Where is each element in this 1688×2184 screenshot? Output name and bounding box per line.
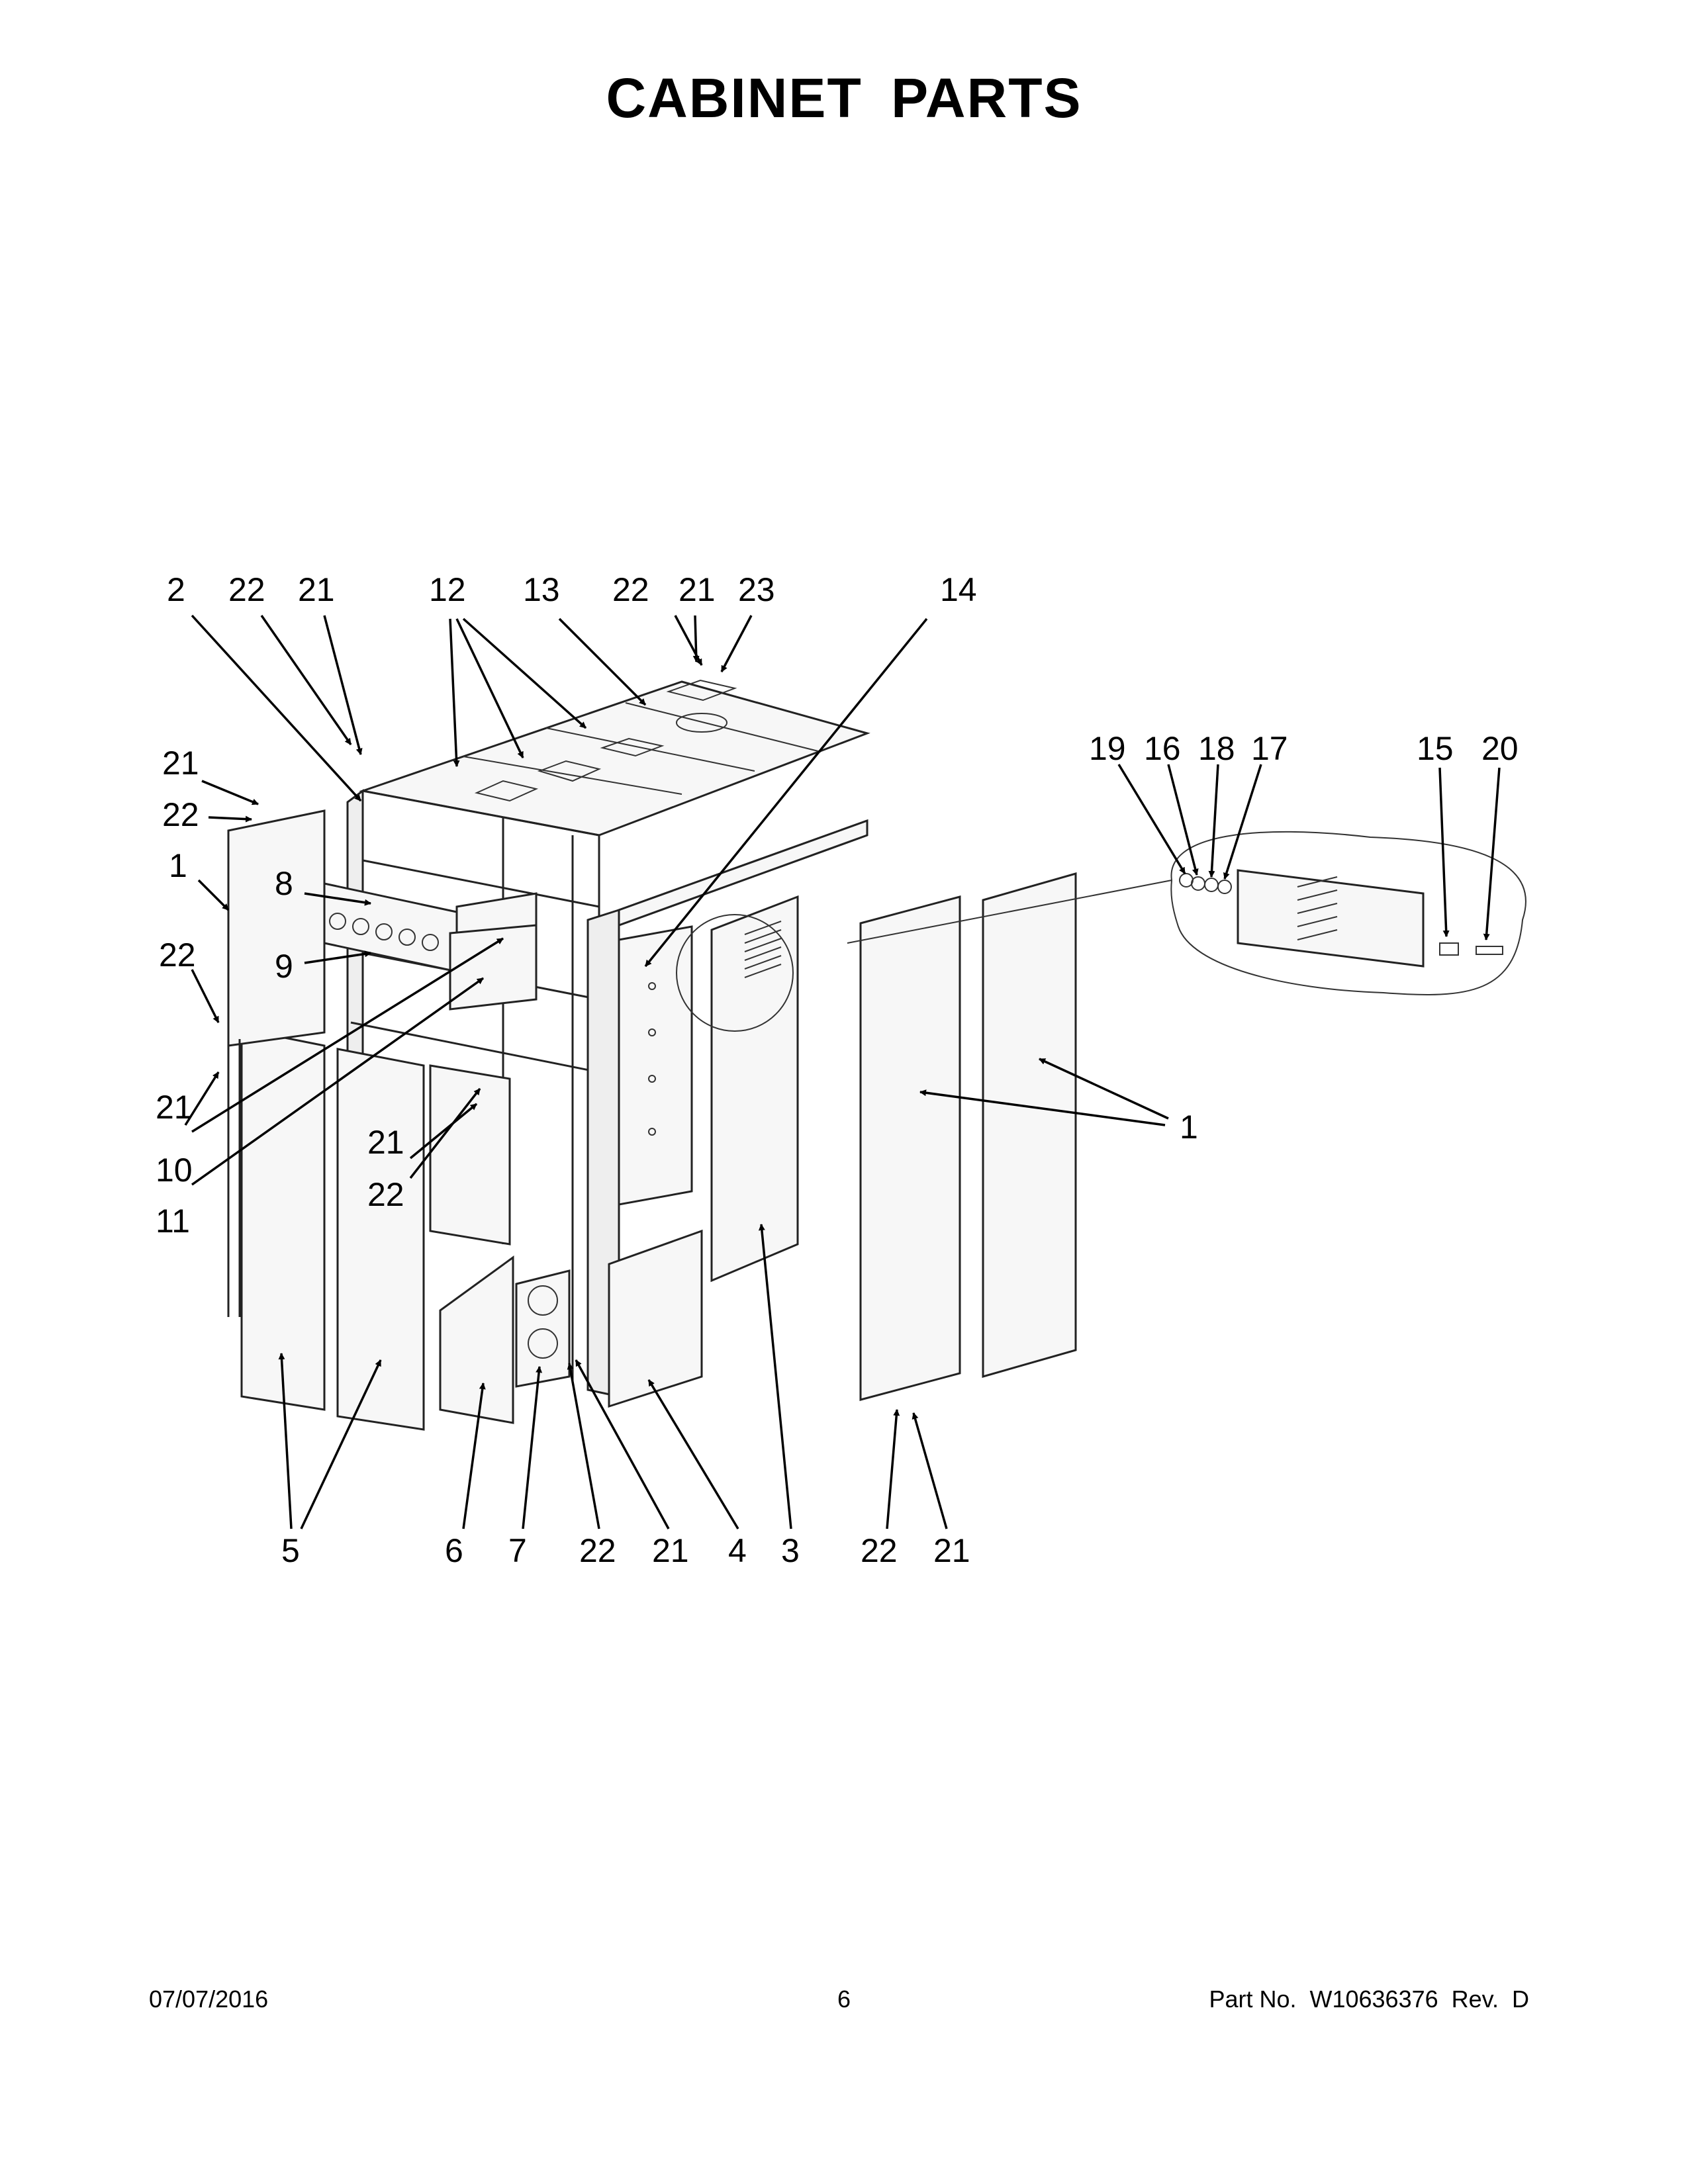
side-panel-1-rear — [982, 872, 1077, 1378]
washer-18-icon — [1204, 878, 1219, 892]
panel-6 — [439, 1255, 514, 1424]
door-panel-3 — [710, 895, 799, 1283]
callout-top-3: 21 — [298, 571, 335, 608]
door-detail-circle — [676, 914, 794, 1032]
callout-left-5: 22 — [159, 936, 196, 974]
callout-left-3: 1 — [169, 847, 187, 884]
top-vent-hole — [676, 713, 727, 733]
inner-side-panel-14 — [618, 925, 693, 1206]
top-panel-assembly — [359, 680, 870, 837]
callout-right-1: 1 — [1180, 1109, 1198, 1146]
footer-part-number: Part No. W10636376 Rev. D — [1209, 1985, 1529, 2013]
callout-labels: 2 22 21 12 13 22 21 23 14 21 22 1 8 22 9… — [156, 571, 1519, 1569]
callout-top-7: 21 — [679, 571, 716, 608]
callout-detail-3: 18 — [1198, 730, 1235, 767]
screw-20-icon — [1476, 946, 1503, 955]
callout-detail-4: 17 — [1251, 730, 1288, 767]
callout-left-8: 10 — [156, 1152, 193, 1189]
callout-top-4: 12 — [429, 571, 466, 608]
washer-16-icon — [1191, 876, 1205, 891]
callout-top-5: 13 — [523, 571, 560, 608]
footer-date: 07/07/2016 — [149, 1985, 269, 2013]
detail-bubble — [1170, 831, 1526, 995]
washer-19-icon — [1179, 873, 1194, 887]
callout-left-6: 9 — [275, 948, 293, 985]
callout-bottom-8: 22 — [861, 1532, 898, 1569]
callout-left-2: 22 — [162, 796, 199, 833]
callout-bottom-6: 4 — [728, 1532, 747, 1569]
top-side-rail — [618, 819, 868, 927]
knob-4 — [399, 929, 416, 946]
panel-4 — [608, 1229, 703, 1408]
callout-left-1: 21 — [162, 745, 199, 782]
side-panel-5-mid — [429, 1064, 511, 1246]
top-opening-2 — [537, 760, 602, 782]
callout-left-11: 22 — [367, 1176, 404, 1213]
side-panel-5-left — [240, 1028, 326, 1411]
leader-lines — [184, 614, 1501, 1529]
callout-left-7: 21 — [156, 1089, 193, 1126]
door-louver-vents — [744, 921, 782, 978]
top-opening-3 — [600, 737, 665, 757]
callout-bottom-9: 21 — [933, 1532, 970, 1569]
callout-bottom-5: 21 — [652, 1532, 689, 1569]
top-opening-1 — [474, 780, 539, 802]
knob-5 — [422, 934, 439, 951]
callout-top-1: 2 — [167, 571, 185, 608]
callout-bottom-7: 3 — [781, 1532, 800, 1569]
knob-1 — [329, 913, 346, 930]
detail-louver-slats — [1297, 876, 1338, 940]
callout-bottom-3: 7 — [508, 1532, 527, 1569]
panel-11 — [449, 924, 538, 1011]
detail-leader-line — [847, 880, 1172, 944]
callout-left-10: 21 — [367, 1124, 404, 1161]
callout-left-9: 11 — [156, 1203, 190, 1240]
callout-bottom-2: 6 — [445, 1532, 463, 1569]
callout-bottom-4: 22 — [579, 1532, 616, 1569]
callout-left-4: 8 — [275, 865, 293, 902]
callout-top-9: 14 — [940, 571, 977, 608]
washer-17-icon — [1217, 880, 1232, 894]
callout-detail-5: 15 — [1417, 730, 1454, 767]
side-panel-5-right — [336, 1048, 425, 1431]
left-side-panel-1 — [227, 809, 326, 1047]
knob-2 — [352, 918, 369, 935]
callout-detail-6: 20 — [1481, 730, 1519, 767]
panel-7-hole-bottom — [528, 1328, 558, 1359]
footer-page-number: 6 — [837, 1985, 851, 2013]
callout-detail-1: 19 — [1089, 730, 1126, 767]
panel-7-hole-top — [528, 1285, 558, 1316]
top-cover-plate — [666, 679, 737, 702]
callout-bottom-1: 5 — [281, 1532, 300, 1569]
page-title: CABINET PARTS — [606, 67, 1082, 129]
callout-detail-2: 16 — [1144, 730, 1181, 767]
knob-3 — [375, 923, 393, 940]
screw-15-icon — [1439, 942, 1459, 956]
side-panel-1-front — [859, 895, 961, 1401]
callout-top-6: 22 — [612, 571, 649, 608]
callout-top-2: 22 — [228, 571, 265, 608]
callout-top-8: 23 — [738, 571, 775, 608]
